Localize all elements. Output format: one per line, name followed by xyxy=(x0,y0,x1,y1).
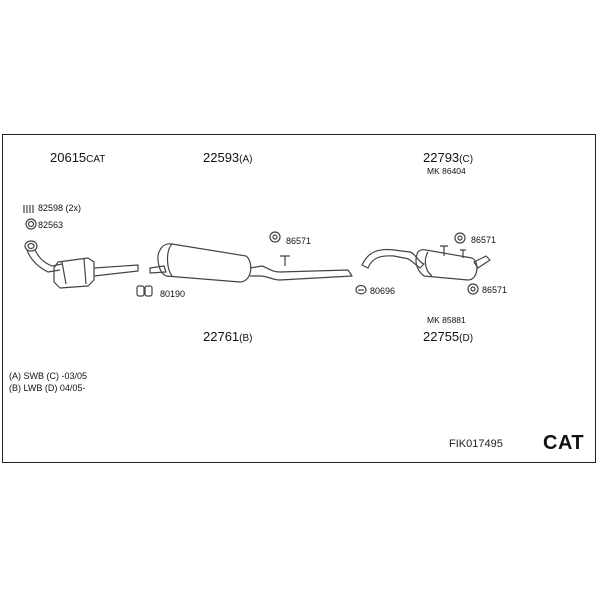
label-86571: 86571 xyxy=(286,236,312,246)
catalytic-converter xyxy=(24,240,139,289)
part-22755: 22755(D) xyxy=(423,329,474,344)
legend-line-a: (A) SWB (C) -03/05 xyxy=(9,371,88,381)
part-22761: 22761(B) xyxy=(203,329,253,344)
mk-85881: MK 85881 xyxy=(427,315,466,325)
hanger-86571-icon xyxy=(269,231,281,243)
label-82598: 82598 (2x) xyxy=(38,203,82,213)
hanger-86571-icon xyxy=(454,232,466,244)
part-22593: 22593(A) xyxy=(203,150,253,165)
label-80190: 80190 xyxy=(160,289,186,299)
mk-86404: MK 86404 xyxy=(427,166,466,176)
diagram-frame xyxy=(2,134,596,463)
clamp-80190-icon xyxy=(136,285,153,297)
rear-silencer xyxy=(361,245,491,281)
cat-label: CAT xyxy=(543,432,585,454)
part-22793: 22793(C) xyxy=(423,150,474,165)
part-20615: 20615CAT xyxy=(50,150,106,165)
legend-line-b: (B) LWB (D) 04/05- xyxy=(9,383,86,393)
label-86571: 86571 xyxy=(482,285,508,295)
hanger-80696-icon xyxy=(355,284,367,295)
label-86571: 86571 xyxy=(471,235,497,245)
diagram-code: FIK017495 xyxy=(449,438,503,450)
gasket-82563-icon xyxy=(25,218,37,230)
hanger-86571-icon xyxy=(467,283,479,295)
middle-silencer xyxy=(149,243,353,283)
label-80696: 80696 xyxy=(370,286,396,296)
clamp-82598-icon xyxy=(23,205,34,213)
label-82563: 82563 xyxy=(38,220,64,230)
